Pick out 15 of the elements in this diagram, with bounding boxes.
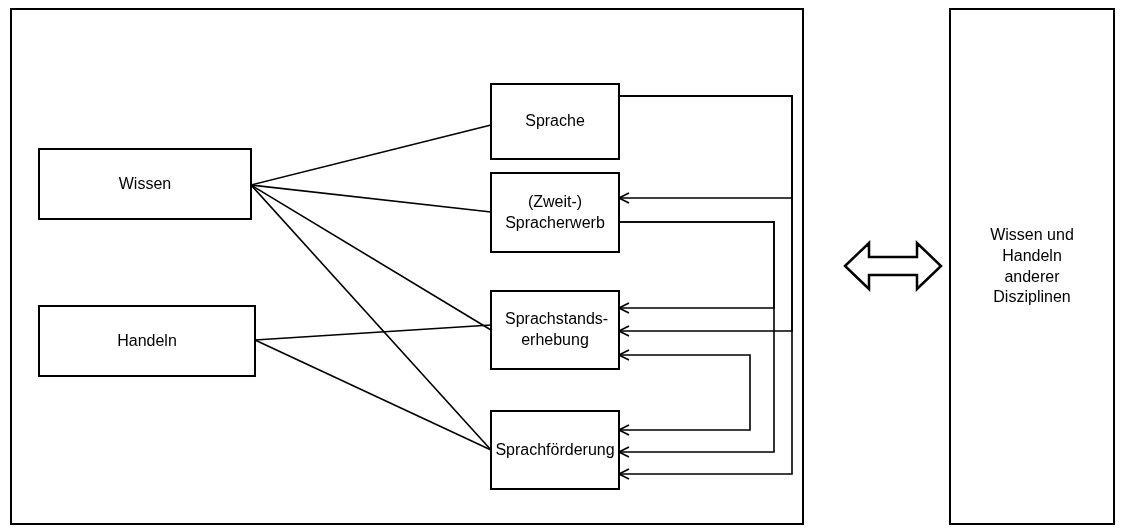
box-label: Sprachförderung — [495, 439, 615, 460]
concept-box — [949, 8, 1115, 525]
concept-box — [38, 305, 256, 377]
concept-box — [38, 148, 252, 220]
concept-box — [490, 290, 620, 370]
box-label: Sprache — [525, 111, 585, 132]
concept-box — [490, 83, 620, 160]
double-block-arrow — [843, 240, 943, 292]
box-label: Handeln — [117, 330, 177, 351]
concept-box — [490, 172, 620, 253]
concept-box — [490, 410, 620, 490]
box-label: Wissen — [118, 173, 172, 194]
frame-box — [10, 8, 804, 525]
box-label: (Zweit-) Spracherwerb — [505, 191, 605, 233]
box-label: Wissen und Handeln anderer Disziplinen — [989, 224, 1075, 308]
